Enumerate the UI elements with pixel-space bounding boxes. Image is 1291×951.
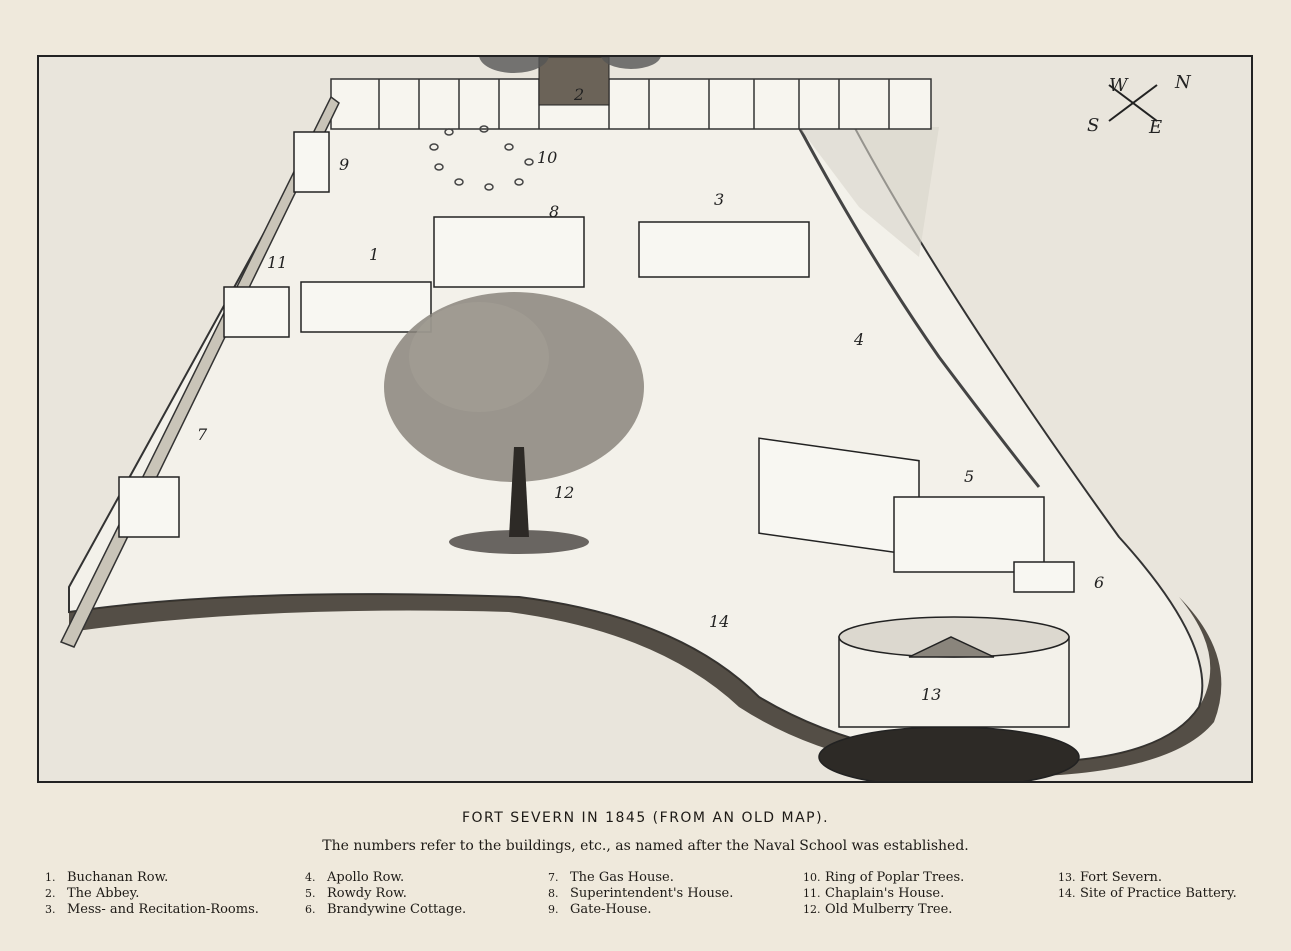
legend-item: 7. The Gas House. <box>548 870 733 886</box>
map-label-14: 14 <box>709 612 730 631</box>
legend-column-5: 13. Fort Severn. 14. Site of Practice Batt… <box>1058 870 1237 902</box>
legend-item: 3. Mess- and Recitation-Rooms. <box>45 902 259 918</box>
legend-text: Apollo Row. <box>327 870 405 885</box>
map-label-8: 8 <box>549 202 560 221</box>
legend-number: 11. <box>803 887 821 900</box>
legend-column-2: 4. Apollo Row. 5. Rowdy Row. 6. Brandywine … <box>305 870 466 918</box>
superintendents-house <box>433 216 585 288</box>
rowdy-row <box>893 496 1045 573</box>
map-label-7: 7 <box>197 425 208 444</box>
gas-house <box>118 476 180 538</box>
legend-text: The Abbey. <box>67 886 140 901</box>
map-drawing <box>59 57 1222 781</box>
map-label-3: 3 <box>714 190 725 209</box>
legend-item: 5. Rowdy Row. <box>305 886 466 902</box>
map-label-9: 9 <box>339 155 350 174</box>
legend-text: Buchanan Row. <box>67 870 169 885</box>
legend-item: 14. Site of Practice Battery. <box>1058 886 1237 902</box>
legend-text: Brandywine Cottage. <box>327 902 467 917</box>
compass-w: W <box>1109 75 1128 96</box>
legend-number: 1. <box>45 871 56 884</box>
legend-text: Old Mulberry Tree. <box>825 902 953 917</box>
legend-number: 6. <box>305 903 316 916</box>
caption-subtitle: The numbers refer to the buildings, etc.… <box>322 838 969 854</box>
legend-column-3: 7. The Gas House. 8. Superintendent's Hous… <box>548 870 733 918</box>
map-label-2: 2 <box>574 85 585 104</box>
legend-item: 13. Fort Severn. <box>1058 870 1237 886</box>
map-plate: W N S E 1 2 3 4 5 6 7 8 9 10 11 12 13 14 <box>37 55 1253 783</box>
legend-number: 7. <box>548 871 559 884</box>
map-label-1: 1 <box>369 245 380 264</box>
legend-item: 12. Old Mulberry Tree. <box>803 902 964 918</box>
legend-text: Rowdy Row. <box>327 886 407 901</box>
gate-house <box>293 131 330 193</box>
map-label-10: 10 <box>537 148 558 167</box>
legend-number: 8. <box>548 887 559 900</box>
legend-item: 6. Brandywine Cottage. <box>305 902 466 918</box>
legend-item: 4. Apollo Row. <box>305 870 466 886</box>
legend-item: 1. Buchanan Row. <box>45 870 259 886</box>
legend-column-1: 1. Buchanan Row. 2. The Abbey. 3. Mess- and… <box>45 870 259 918</box>
abbey-gate <box>538 57 610 106</box>
legend-text: Site of Practice Battery. <box>1080 886 1237 901</box>
legend-item: 2. The Abbey. <box>45 886 259 902</box>
map-label-12: 12 <box>554 483 575 502</box>
legend-text: Fort Severn. <box>1080 870 1163 885</box>
compass-s: S <box>1087 115 1100 136</box>
poplar-ring <box>429 125 534 191</box>
compass-rose <box>1108 84 1158 122</box>
legend-number: 10. <box>803 871 821 884</box>
map-label-11: 11 <box>267 253 288 272</box>
legend-text: The Gas House. <box>570 870 674 885</box>
compass-n: N <box>1175 72 1191 93</box>
legend-item: 11. Chaplain's House. <box>803 886 964 902</box>
mulberry-tree <box>384 292 644 554</box>
caption-title: FORT SEVERN IN 1845 (FROM AN OLD MAP). <box>461 810 830 826</box>
compass-e: E <box>1149 117 1163 138</box>
map-label-6: 6 <box>1094 573 1105 592</box>
buildings <box>118 131 1075 593</box>
map-label-5: 5 <box>964 467 975 486</box>
legend-item: 10. Ring of Poplar Trees. <box>803 870 964 886</box>
legend-number: 12. <box>803 903 821 916</box>
legend-number: 3. <box>45 903 56 916</box>
legend-number: 2. <box>45 887 56 900</box>
legend-item: 8. Superintendent's House. <box>548 886 733 902</box>
legend-text: Mess- and Recitation-Rooms. <box>67 902 259 917</box>
legend-number: 5. <box>305 887 316 900</box>
legend-text: Ring of Poplar Trees. <box>825 870 965 885</box>
map-label-4: 4 <box>854 330 865 349</box>
legend-text: Chaplain's House. <box>825 886 945 901</box>
legend-number: 13. <box>1058 871 1076 884</box>
legend-number: 14. <box>1058 887 1076 900</box>
legend-number: 9. <box>548 903 559 916</box>
legend-text: Superintendent's House. <box>570 886 734 901</box>
mess-rooms <box>638 221 810 278</box>
legend-number: 4. <box>305 871 316 884</box>
chaplains-house <box>223 286 290 338</box>
shore-shading <box>69 594 1222 777</box>
brandywine-cottage <box>1013 561 1075 593</box>
legend-text: Gate-House. <box>570 902 652 917</box>
buchanan-row <box>300 281 432 333</box>
legend-item: 9. Gate-House. <box>548 902 733 918</box>
map-label-13: 13 <box>921 685 942 704</box>
top-fence <box>330 78 932 130</box>
legend-column-4: 10. Ring of Poplar Trees. 11. Chaplain's H… <box>803 870 964 918</box>
fort-severn <box>818 616 1080 781</box>
